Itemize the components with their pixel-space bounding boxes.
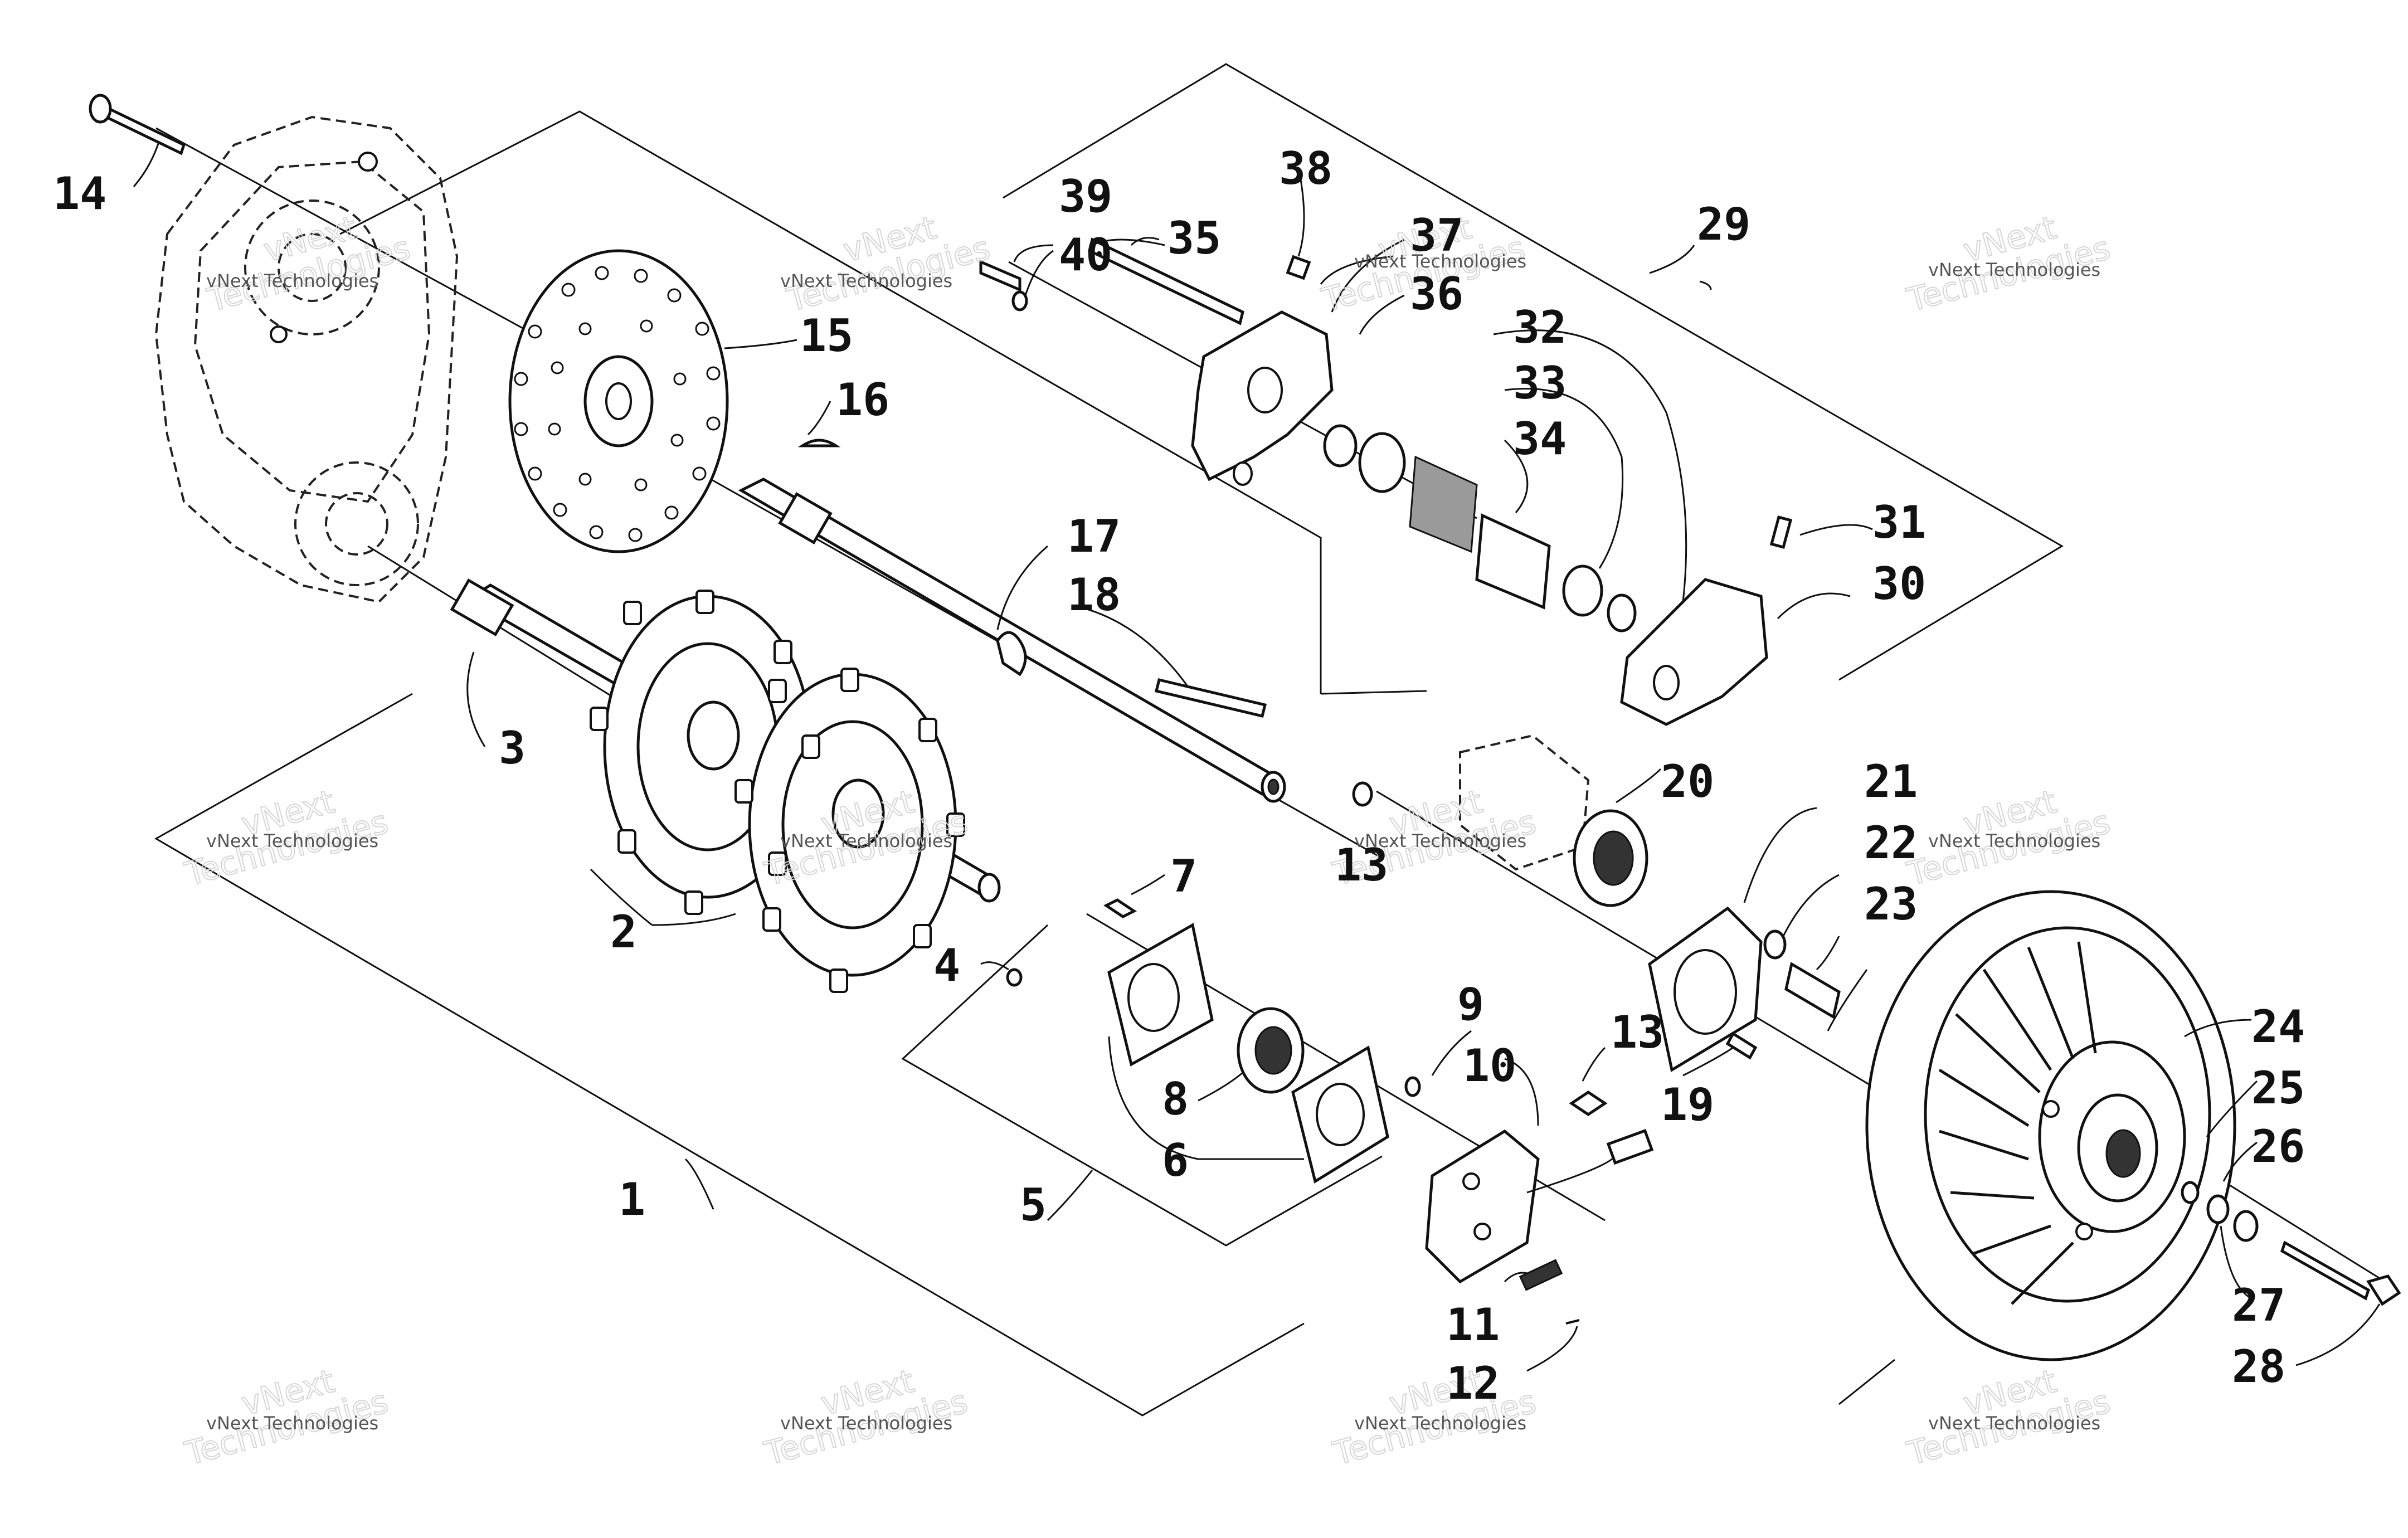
callout-36: 36 bbox=[1410, 268, 1463, 320]
part-callouts: 1 2 3 4 5 6 7 8 9 10 11 12 13 13 14 15 1… bbox=[53, 143, 2305, 1409]
watermarks: vNext Technologies vNext Technologies vN… bbox=[181, 208, 2114, 1473]
callout-29: 29 bbox=[1697, 198, 1750, 250]
watermark-caption: vNext Technologies bbox=[780, 1413, 952, 1434]
callout-34: 34 bbox=[1513, 413, 1567, 465]
callout-22: 22 bbox=[1864, 817, 1918, 869]
watermark-caption: vNext Technologies bbox=[780, 830, 952, 851]
bearing-kit-parts bbox=[1006, 898, 1421, 1184]
callout-28: 28 bbox=[2232, 1341, 2285, 1393]
brake-disc bbox=[508, 249, 729, 553]
callout-17: 17 bbox=[1067, 510, 1121, 562]
watermark-caption: vNext Technologies bbox=[1928, 830, 2100, 851]
callout-7: 7 bbox=[1170, 850, 1197, 902]
watermark-caption: vNext Technologies bbox=[780, 270, 952, 291]
watermark-caption: vNext Technologies bbox=[206, 270, 378, 291]
callout-19: 19 bbox=[1661, 1079, 1714, 1131]
callout-20: 20 bbox=[1661, 756, 1714, 807]
clutch-hardware bbox=[2181, 1181, 2401, 1306]
callout-31: 31 bbox=[1872, 497, 1926, 548]
callout-21: 21 bbox=[1864, 756, 1918, 807]
callout-3: 3 bbox=[499, 722, 526, 774]
brake-caliper-assembly bbox=[979, 237, 1793, 726]
callout-39: 39 bbox=[1059, 171, 1112, 222]
callout-12: 12 bbox=[1446, 1357, 1500, 1409]
callout-33: 33 bbox=[1513, 357, 1567, 409]
callout-38: 38 bbox=[1279, 143, 1332, 194]
callout-26: 26 bbox=[2251, 1121, 2305, 1172]
group-outline-lines bbox=[154, 63, 2064, 1417]
watermark-caption: vNext Technologies bbox=[1354, 1413, 1526, 1434]
callout-32: 32 bbox=[1513, 301, 1567, 353]
watermark-caption: vNext Technologies bbox=[1928, 259, 2100, 280]
callout-13: 13 bbox=[1335, 839, 1388, 891]
watermark-caption: vNext Technologies bbox=[1354, 251, 1526, 272]
callout-1: 1 bbox=[619, 1174, 645, 1225]
callout-35: 35 bbox=[1167, 212, 1221, 264]
callout-13: 13 bbox=[1611, 1006, 1664, 1058]
callout-10: 10 bbox=[1463, 1040, 1516, 1092]
leader-lines bbox=[133, 142, 2381, 1405]
bearing-flange-parts bbox=[1352, 734, 1841, 1072]
watermark-caption: vNext Technologies bbox=[206, 1413, 378, 1434]
chain-case-housing bbox=[154, 115, 459, 603]
watermark-caption: vNext Technologies bbox=[206, 830, 378, 851]
callout-4: 4 bbox=[933, 940, 960, 991]
callout-15: 15 bbox=[800, 310, 853, 362]
callout-25: 25 bbox=[2251, 1062, 2305, 1114]
callout-6: 6 bbox=[1162, 1135, 1189, 1186]
callout-23: 23 bbox=[1864, 878, 1918, 930]
housing-bolt bbox=[89, 94, 186, 155]
callout-11: 11 bbox=[1446, 1299, 1500, 1351]
callout-8: 8 bbox=[1162, 1073, 1189, 1125]
callout-9: 9 bbox=[1457, 979, 1484, 1030]
drive-shaft-sprockets bbox=[450, 578, 1001, 993]
callout-16: 16 bbox=[836, 374, 889, 426]
callout-27: 27 bbox=[2232, 1279, 2285, 1331]
callout-14: 14 bbox=[53, 168, 106, 220]
callout-2: 2 bbox=[610, 906, 637, 958]
callout-5: 5 bbox=[1020, 1179, 1047, 1231]
callout-40: 40 bbox=[1059, 229, 1112, 281]
jackshaft bbox=[738, 439, 1286, 803]
callout-24: 24 bbox=[2251, 1001, 2305, 1053]
watermark-caption: vNext Technologies bbox=[1354, 830, 1526, 851]
driven-clutch bbox=[1865, 890, 2236, 1361]
callout-37: 37 bbox=[1410, 210, 1463, 261]
callout-18: 18 bbox=[1067, 569, 1121, 621]
callout-30: 30 bbox=[1872, 558, 1926, 610]
speed-sensor bbox=[1425, 1090, 1654, 1325]
watermark-caption: vNext Technologies bbox=[1928, 1413, 2100, 1434]
